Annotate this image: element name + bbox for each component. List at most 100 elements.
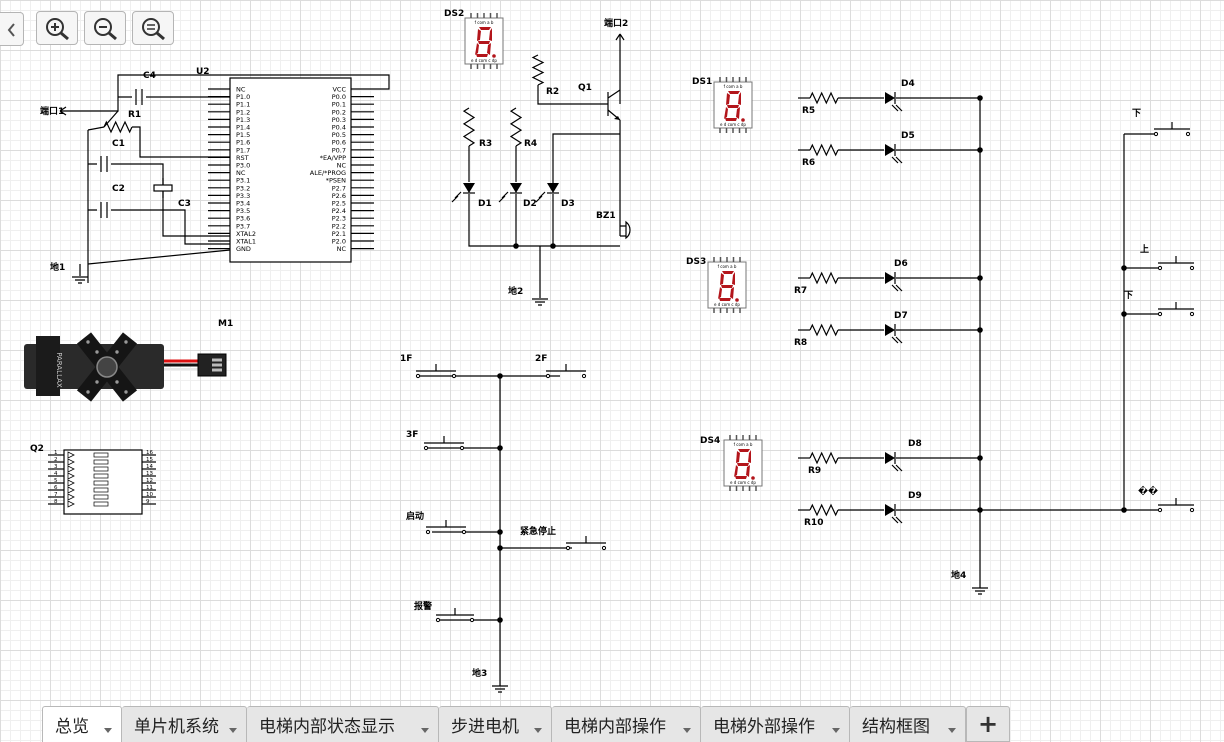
resistor [809, 503, 839, 517]
u2-pin-label: NC [236, 169, 246, 177]
label-d2: D2 [523, 199, 537, 209]
u2-chip [229, 77, 352, 263]
label-port1: 端口1 [40, 105, 64, 117]
q2-buffer [67, 486, 75, 494]
junction [497, 617, 503, 623]
wire [537, 85, 608, 105]
tab-menu-icon[interactable] [421, 728, 429, 733]
tab-menu-icon[interactable] [229, 728, 237, 733]
u2-pin-label: P1.0 [236, 93, 250, 101]
q2-buffer [67, 458, 75, 466]
label-down2: 下 [1124, 290, 1133, 301]
segment [478, 41, 490, 44]
led-arrows [891, 516, 903, 524]
chevron-left-icon [7, 23, 15, 37]
segment [477, 29, 481, 41]
resistor [509, 107, 523, 147]
servo-connector-pin [212, 368, 222, 372]
tab-2[interactable]: 单片机系统 [122, 706, 247, 742]
tab-menu-icon[interactable] [534, 728, 542, 733]
tab-4[interactable]: 步进电机 [439, 706, 552, 742]
tab-label: 总览 [55, 717, 89, 737]
display-pin-label: e d com c dp [471, 58, 497, 63]
segment [728, 91, 740, 94]
label-q1: Q1 [578, 83, 592, 93]
u2-pin-label: NC [236, 86, 246, 94]
button-contact [1185, 131, 1191, 137]
junction [1121, 311, 1127, 317]
segment-dp [492, 54, 496, 58]
resistor [809, 323, 839, 337]
servo-hole [86, 390, 90, 394]
q2-element [93, 487, 109, 493]
segment [725, 118, 737, 121]
tab-1[interactable]: 总览 [42, 706, 122, 742]
push-button [1158, 498, 1194, 506]
ground-symbol [492, 685, 508, 693]
tab-6[interactable]: 电梯外部操作 [701, 706, 850, 742]
q2-pin-number: 13 [146, 471, 153, 477]
label-r2: R2 [546, 87, 559, 97]
tab-menu-icon[interactable] [832, 728, 840, 733]
q2-buffer [67, 451, 75, 459]
q2-buffer [67, 465, 75, 473]
label-ds3: DS3 [686, 257, 706, 267]
zoom-in-button[interactable] [36, 11, 78, 45]
back-button[interactable] [0, 12, 24, 46]
tab-menu-icon[interactable] [683, 728, 691, 733]
label-d5: D5 [901, 131, 915, 141]
q2-element [93, 473, 109, 479]
button-contact [1189, 265, 1195, 271]
led-diode [510, 183, 522, 193]
wire [59, 106, 67, 116]
u2-pin-label: P0.7 [332, 146, 346, 154]
q2-element [93, 480, 109, 486]
led-arrows [498, 191, 509, 203]
resistor [809, 271, 839, 285]
junction [550, 243, 556, 249]
button-contact [565, 545, 571, 551]
tab-label: 电梯内部操作 [564, 717, 666, 737]
wire [552, 133, 620, 184]
7-segment-display: f com a be d com c dp [707, 257, 747, 313]
u2-pin-label: NC [337, 245, 347, 253]
resistor [103, 120, 133, 134]
q2-pin-number: 10 [146, 492, 153, 498]
q2-element [93, 452, 109, 458]
u2-pin-label: VCC [332, 86, 346, 94]
u2-pin-label: P3.4 [236, 200, 250, 208]
segment [735, 476, 747, 479]
label-d6: D6 [894, 259, 908, 269]
label-u2: U2 [196, 67, 210, 77]
tab-3[interactable]: 电梯内部状态显示 [247, 706, 439, 742]
segment [746, 465, 750, 477]
label-c1: C1 [112, 139, 125, 149]
zoom-out-button[interactable] [84, 11, 126, 45]
label-gnd1: 地1 [50, 261, 65, 273]
junction [513, 243, 519, 249]
tab-menu-icon[interactable] [104, 728, 112, 733]
tab-7[interactable]: 结构框图 [850, 706, 966, 742]
segment [722, 271, 734, 274]
zoom-fit-button[interactable] [132, 11, 174, 45]
label-f3: 3F [406, 430, 418, 440]
tab-5[interactable]: 电梯内部操作 [552, 706, 701, 742]
junction [497, 445, 503, 451]
segment [738, 92, 741, 105]
label-q2: Q2 [30, 444, 44, 454]
add-tab-button[interactable]: + [966, 706, 1010, 742]
q2-pin-number: 12 [146, 478, 153, 484]
q2-pin-number: 2 [54, 457, 58, 463]
tab-label: 电梯内部状态显示 [259, 717, 395, 737]
resistor [809, 451, 839, 465]
u2-pin-label: P0.0 [332, 93, 346, 101]
label-r8: R8 [794, 338, 807, 348]
q2-element [93, 466, 109, 472]
tab-menu-icon[interactable] [948, 728, 956, 733]
7-segment-display: f com a be d com c dp [713, 77, 753, 133]
led-arrows [891, 336, 903, 344]
u2-pin-label: P1.7 [236, 146, 250, 154]
led-diode [547, 183, 559, 193]
